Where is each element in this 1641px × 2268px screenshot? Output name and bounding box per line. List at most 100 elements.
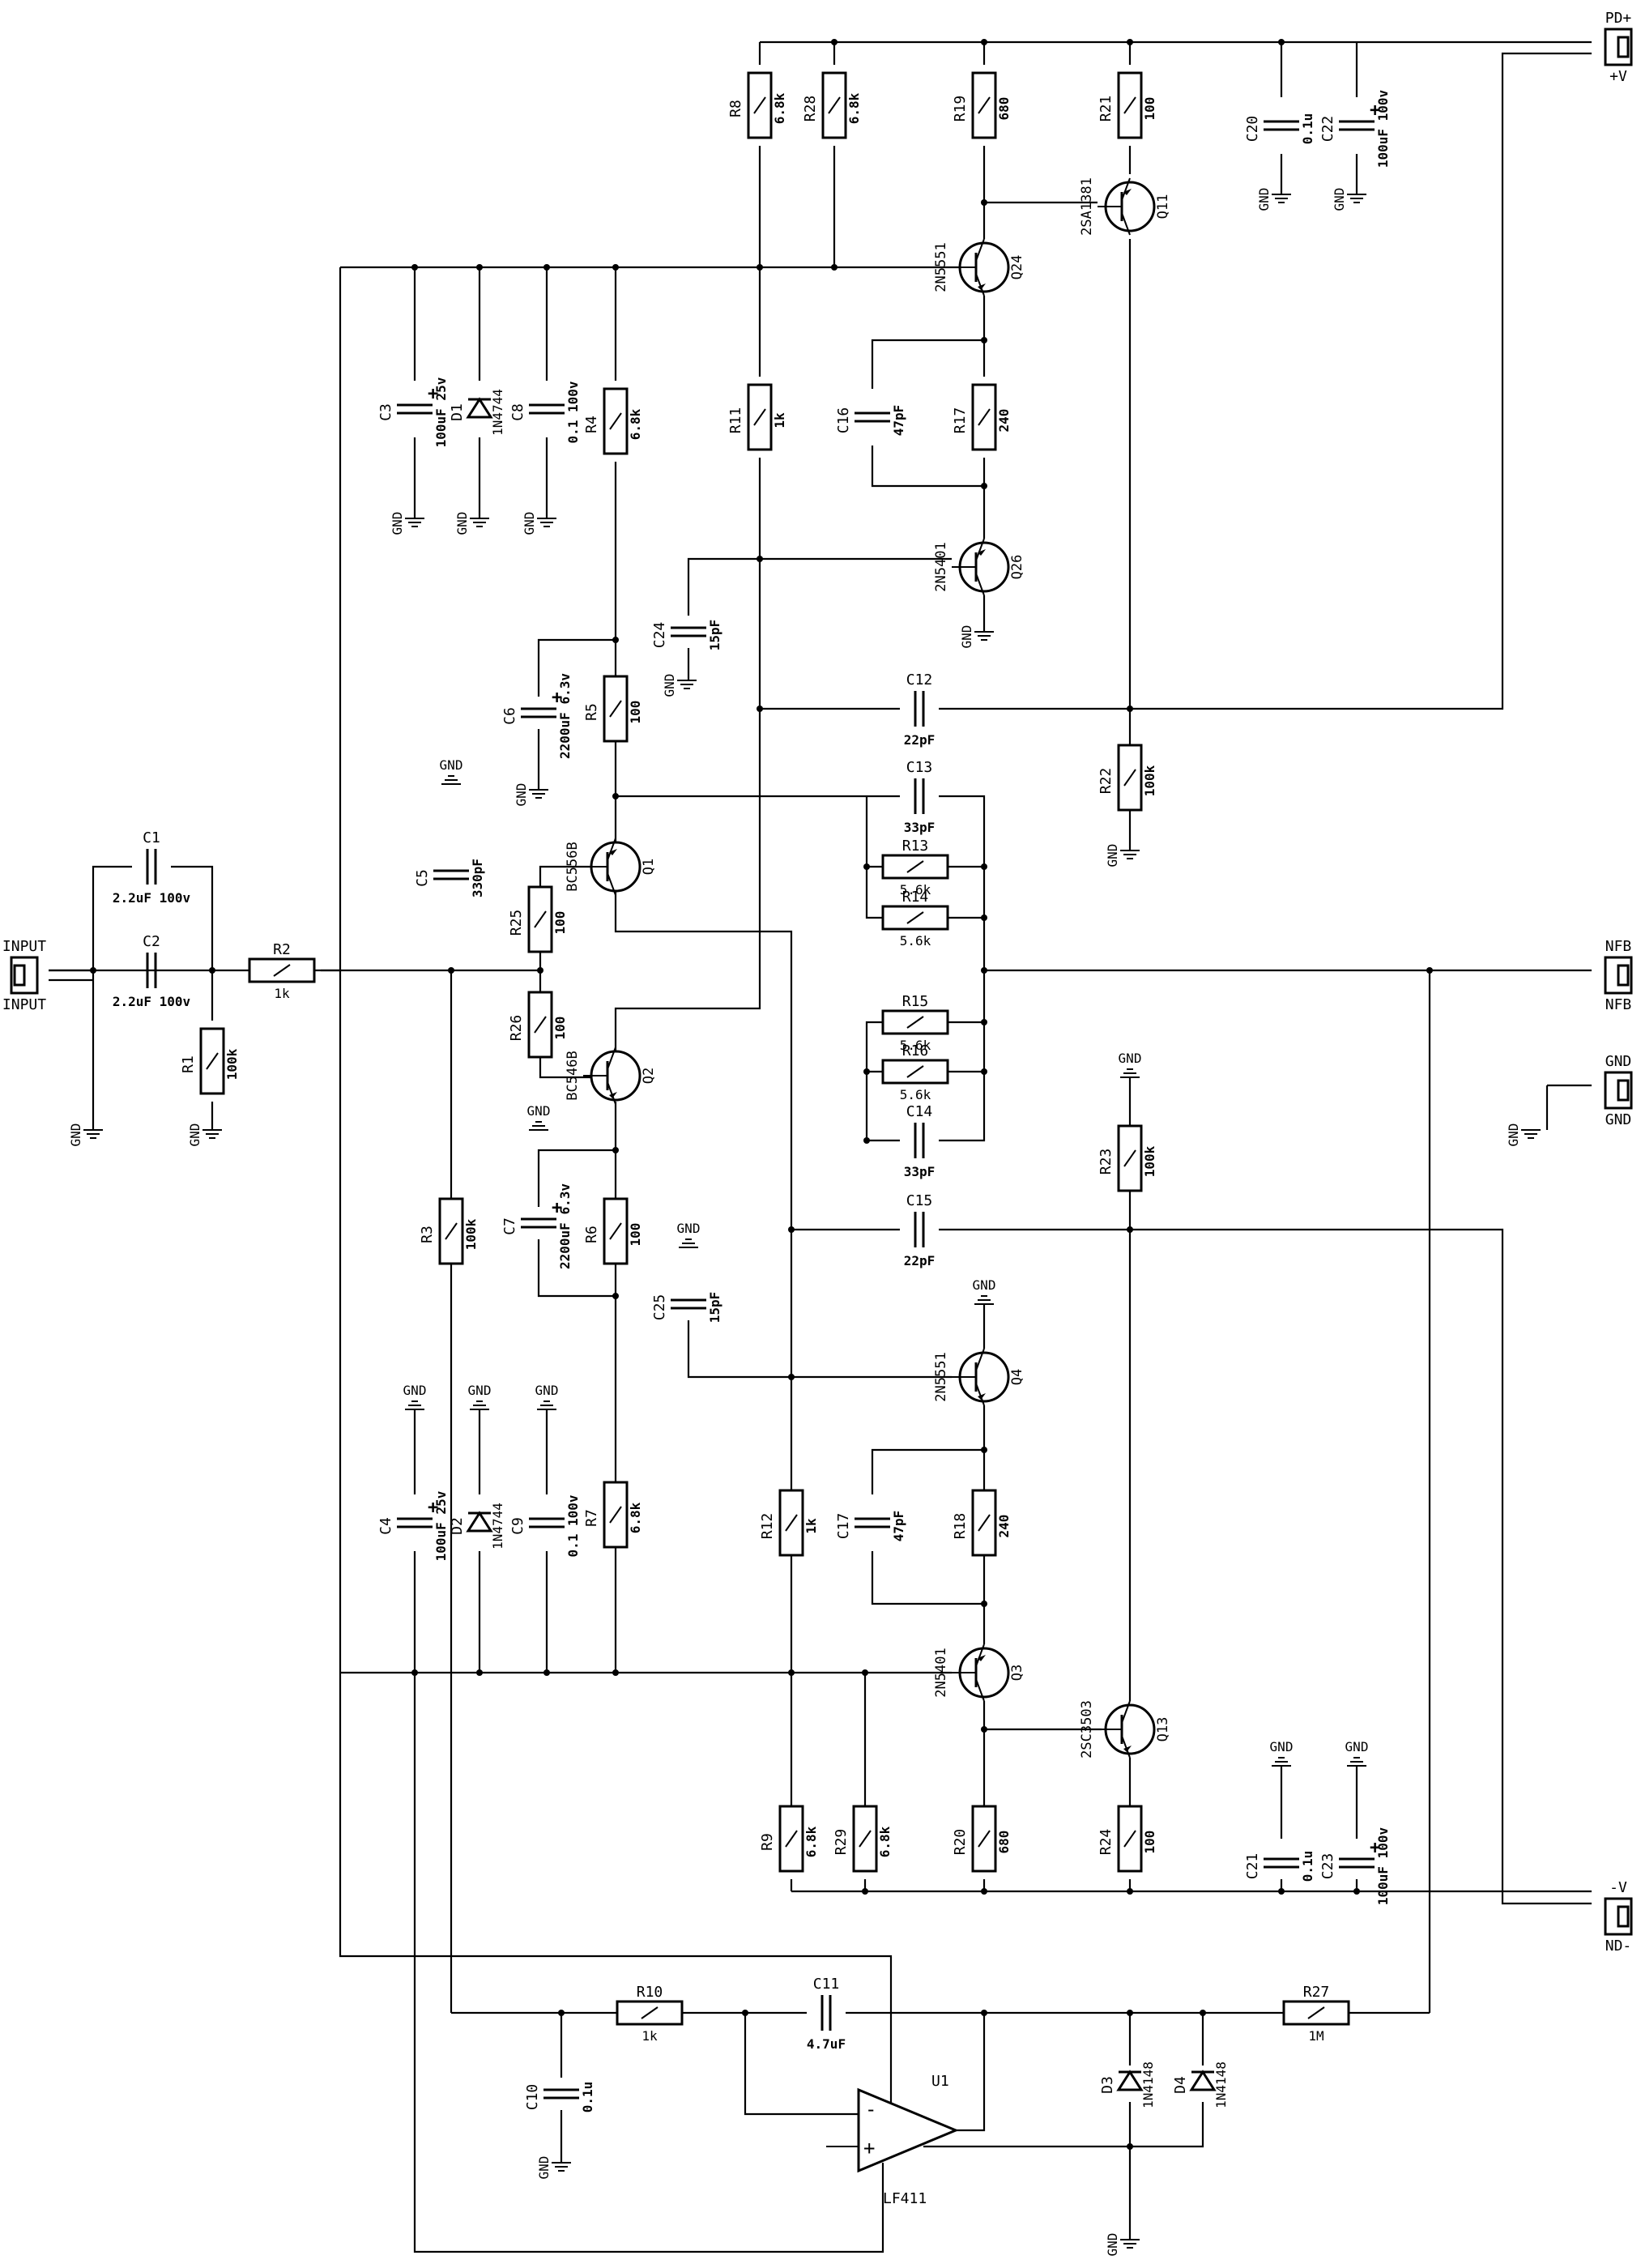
ref-label: R28 [802, 96, 819, 122]
ref-label: R25 [508, 910, 525, 936]
ground-symbol: GND [522, 512, 556, 535]
ground-symbol: GND [1256, 188, 1291, 211]
value-label: 6.8k [877, 1826, 893, 1857]
value-label: 2200uF 6.3v [557, 1183, 573, 1269]
part-label: 1N4744 [490, 389, 505, 436]
part-label: 2SA1381 [1079, 177, 1095, 236]
connector-ndm: -VND- [1604, 1879, 1633, 1955]
value-label: 0.1 100v [565, 1494, 581, 1557]
ground-label: GND [522, 512, 537, 535]
ground-symbol: GND [536, 2156, 571, 2180]
ref-label: R17 [952, 407, 969, 434]
ref-label: D3 [1099, 2076, 1116, 2094]
ref-label: C7 [501, 1217, 518, 1235]
ground-symbol: GND [1332, 188, 1366, 211]
connector-bottom-label: NFB [1605, 996, 1632, 1013]
ref-label: R12 [759, 1513, 776, 1540]
junction-dot [1278, 39, 1285, 45]
junction-dot [448, 967, 454, 974]
ground-symbol: GND [390, 512, 424, 535]
ref-label: C12 [906, 671, 933, 688]
value-label: 2200uF 6.3v [557, 673, 573, 759]
junction-dot [788, 1374, 795, 1380]
ground-label: GND [959, 625, 974, 649]
ground-symbol: GND [527, 1103, 550, 1131]
ground-symbol: GND [677, 1221, 700, 1248]
ground-label: GND [536, 2156, 552, 2180]
connector-top-label: -V [1609, 1879, 1627, 1896]
value-label: 100 [1142, 97, 1157, 121]
value-label: 6.8k [772, 92, 787, 124]
value-label: 100uF 100v [1375, 89, 1391, 168]
ref-label: C15 [906, 1192, 933, 1209]
value-label: 100uF 100v [1375, 1827, 1391, 1905]
ref-label: Q4 [1009, 1369, 1025, 1385]
value-label: 240 [996, 409, 1012, 433]
part-label: BC556B [565, 842, 581, 891]
ref-label: C23 [1319, 1853, 1336, 1880]
part-label: 2N5551 [933, 1352, 949, 1401]
ground-label: GND [1105, 844, 1120, 868]
part-label: LF411 [883, 2190, 927, 2207]
value-label: 5.6k [900, 933, 931, 949]
value-label: 0.1u [1300, 1851, 1315, 1882]
value-label: 100 [628, 701, 643, 724]
part-label: 2N5551 [933, 242, 949, 292]
ref-label: R23 [1098, 1149, 1115, 1175]
polarity-mark: + [428, 384, 438, 404]
value-label: 6.8k [846, 92, 862, 124]
ground-label: GND [1506, 1123, 1521, 1147]
part-label: 2SC3503 [1079, 1700, 1095, 1759]
ref-label: C6 [501, 707, 518, 725]
value-label: 1k [772, 412, 787, 428]
ground-label: GND [454, 512, 470, 535]
value-label: 5.6k [900, 1087, 931, 1102]
ref-label: C2 [143, 933, 160, 950]
value-label: 22pF [904, 732, 936, 748]
value-label: 33pF [904, 820, 936, 835]
ref-label: Q3 [1009, 1665, 1025, 1681]
capacitor-C12: C12 22pF [904, 671, 936, 748]
value-label: 1M [1308, 2028, 1323, 2044]
value-label: 100k [224, 1048, 240, 1080]
polarity-mark: + [1370, 100, 1380, 121]
ref-label: R20 [952, 1829, 969, 1856]
ground-symbol: GND [514, 783, 548, 806]
ground-symbol: GND [973, 1277, 995, 1305]
junction-dot [1278, 1888, 1285, 1895]
ref-label: C11 [813, 1976, 840, 1993]
value-label: 1k [641, 2028, 658, 2044]
ground-label: GND [390, 512, 405, 535]
ground-symbol: GND [403, 1383, 426, 1410]
value-label: 47pF [891, 1511, 906, 1542]
